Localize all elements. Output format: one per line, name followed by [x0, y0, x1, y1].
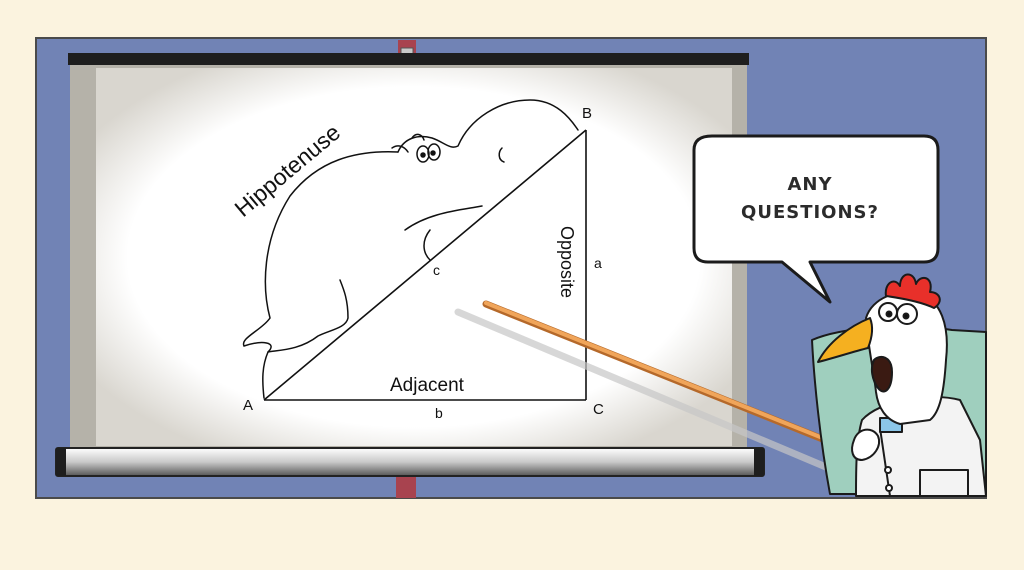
pointer-stick-highlight — [484, 301, 872, 459]
screen-strap-bottom — [396, 472, 416, 498]
hippo-drawing — [242, 99, 579, 399]
vertex-a-label: A — [243, 397, 253, 414]
screen-top-bar — [68, 53, 749, 65]
bubble-line-1: ANY — [787, 174, 832, 195]
chicken-mouth — [870, 355, 893, 393]
bubble-line-2: QUESTIONS? — [741, 202, 879, 223]
speech-bubble: ANY QUESTIONS? — [692, 134, 940, 304]
roller-cap-right — [754, 448, 764, 476]
chicken-beak — [817, 317, 874, 363]
opposite-label: Opposite — [557, 226, 577, 298]
side-c-label: c — [433, 262, 440, 278]
coat-pocket — [919, 469, 969, 497]
vertex-c-label: C — [593, 401, 604, 418]
vertex-b-label: B — [582, 105, 592, 122]
side-a-label: a — [594, 255, 602, 271]
chicken-comb — [884, 273, 941, 309]
adjacent-label: Adjacent — [390, 375, 465, 396]
roller-cap-left — [56, 448, 66, 476]
side-b-label: b — [435, 405, 443, 421]
hypotenuse-line — [263, 129, 587, 401]
chicken-teacher-icon — [811, 273, 987, 497]
screen-roller — [55, 447, 765, 477]
triangle-diagram — [263, 129, 587, 401]
chicken-hand — [851, 428, 880, 461]
pointer-shadow — [454, 308, 856, 482]
